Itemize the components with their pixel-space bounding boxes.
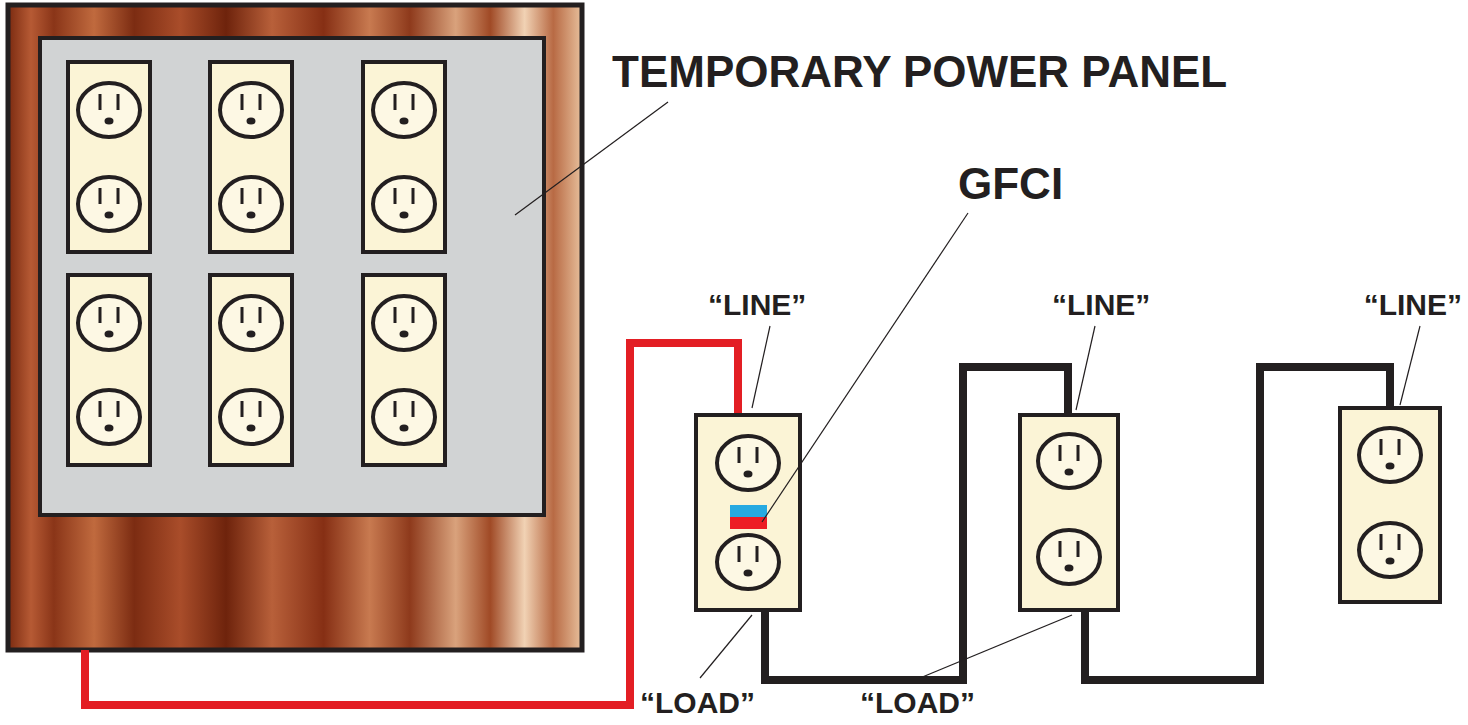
line-callout: “LINE” [708,290,806,320]
panel-callout: TEMPORARY POWER PANEL [612,50,1227,94]
load-callout: “LOAD” [860,688,975,718]
line-callout: “LINE” [1052,290,1150,320]
load-callout: “LOAD” [640,688,755,718]
gfci-callout: GFCI [958,162,1063,206]
line-callout: “LINE” [1364,290,1462,320]
